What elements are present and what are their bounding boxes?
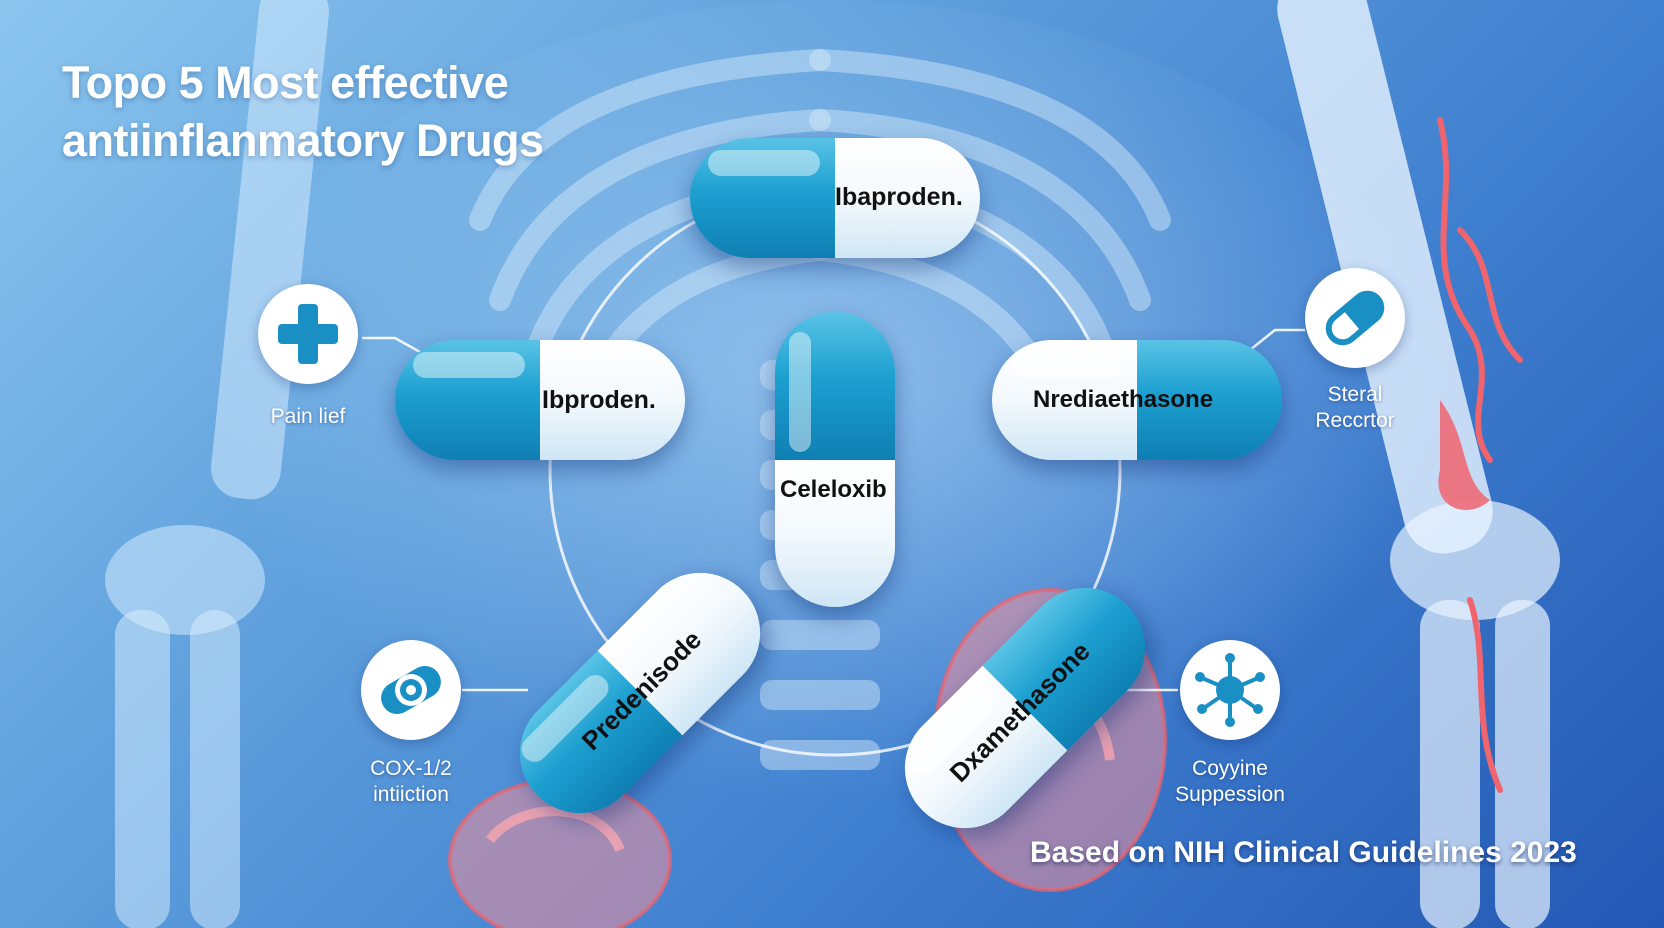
medical-cross-icon [278,304,338,364]
capsule-label-right: Nrediaethasone [1033,386,1214,413]
source-citation: Based on NIH Clinical Guidelines 2023 [1030,836,1577,869]
pill-capsule-icon [1325,290,1385,346]
mechanism-label-cox: COX-1/2 intiiction [370,757,452,806]
capsule-right [992,340,1282,460]
mechanism-label-steroid: Steral Reccrtor [1315,383,1395,432]
capsule-center [775,312,895,607]
mechanism-icon-pain [258,284,358,384]
capsule-label-left: Ibproden. [542,386,656,414]
capsule-label-top: Ibaproden. [835,183,963,211]
mechanism-icon-cytokine [1180,640,1280,740]
target-receptor-icon [381,666,441,714]
mechanism-label-cytokine: Coyyine Suppession [1175,757,1285,806]
title-line-2: antiinflanmatory Drugs [62,115,544,166]
cytokine-molecule-icon [1195,653,1265,727]
mechanism-icon-steroid [1305,268,1405,368]
capsule-label-center: Celeloxib [780,476,887,503]
mechanism-label-pain: Pain lief [270,405,346,428]
page-title: Topo 5 Most effective antiinflanmatory D… [62,54,682,170]
capsule-left [395,340,685,460]
capsule-top [690,138,980,258]
mechanism-icon-cox [361,640,461,740]
title-line-1: Topo 5 Most effective [62,57,509,108]
